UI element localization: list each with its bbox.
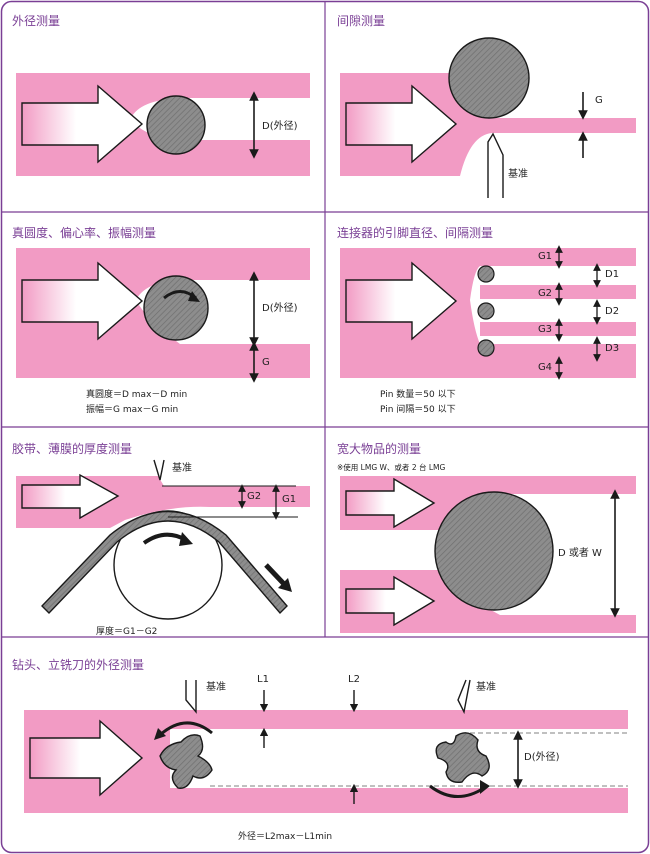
drill-right (435, 732, 490, 783)
light-arrow-top (345, 477, 436, 529)
target-workpiece (146, 95, 206, 155)
formula-roundness: 真圆度＝D max－D min (86, 390, 188, 400)
label-g2: G2 (247, 491, 262, 502)
formula-drill-diameter: 外径＝L2max－L1min (238, 832, 333, 842)
panel-roundness-diagram (16, 248, 310, 383)
title-wide-object: 宽大物品的测量 (337, 442, 422, 456)
pink-stripe-1 (480, 285, 636, 299)
spec-pin-pitch: Pin 间隔＝50 以下 (380, 405, 456, 415)
label-gap: G (262, 357, 270, 368)
pink-beam-bottom (340, 570, 636, 633)
pink-beam-top (24, 710, 628, 729)
label-reference: 基准 (172, 463, 192, 474)
formula-thickness: 厚度＝G1－G2 (96, 627, 158, 637)
pink-beam-bottom (24, 788, 628, 813)
rotation-arrow-left (159, 721, 213, 737)
label-gap: G (595, 95, 603, 106)
film-strip (41, 510, 288, 615)
light-arrow (29, 719, 144, 797)
label-g1: G1 (282, 494, 297, 505)
label-diameter: D(外径) (262, 303, 298, 314)
label-l1: L1 (257, 674, 269, 685)
rotation-arrow-right-head (480, 780, 490, 794)
title-roundness: 真圆度、偏心率、振幅测量 (12, 226, 157, 240)
label-d3: D3 (605, 343, 620, 354)
panel-film-thickness-diagram (16, 459, 310, 620)
panel-connector-diagram (340, 245, 636, 380)
pin-3 (477, 339, 495, 357)
rotation-arrow-left-head (154, 728, 166, 740)
pink-stripe-2 (480, 322, 636, 336)
pink-beam (16, 73, 310, 176)
pink-beam-top (340, 476, 636, 530)
roller-workpiece (448, 37, 530, 119)
label-reference-right: 基准 (476, 682, 496, 693)
reference-blade-right (457, 679, 471, 715)
light-arrow (345, 261, 458, 341)
reference-edge (153, 459, 165, 481)
label-g3: G3 (537, 324, 553, 335)
panel-gap-diagram (340, 37, 636, 198)
light-arrow-bottom (345, 575, 436, 627)
drill-left (159, 734, 213, 789)
feed-direction-arrow (264, 563, 286, 586)
rotating-workpiece (143, 275, 209, 341)
label-g1: G1 (537, 251, 553, 262)
label-g2: G2 (537, 288, 553, 299)
light-arrow (345, 84, 458, 164)
title-connector: 连接器的引脚直径、间隔测量 (337, 226, 494, 240)
panel-outer-diameter-diagram (16, 73, 310, 176)
pin-2 (477, 302, 495, 320)
label-reference: 基准 (508, 169, 528, 180)
label-reference-left: 基准 (206, 682, 226, 693)
title-gap: 间隙测量 (337, 14, 386, 28)
rotation-arrow-right (429, 784, 485, 798)
light-arrow (21, 261, 144, 341)
wide-object-note: ※使用 LMG W、或者 2 台 LMG (337, 463, 446, 472)
reference-blade-left (185, 680, 197, 714)
light-arrow (21, 84, 144, 164)
label-diameter: D(外径) (262, 121, 298, 132)
wide-workpiece (434, 491, 554, 611)
label-g4: G4 (537, 362, 553, 373)
feed-direction-arrow-head (278, 578, 292, 592)
label-diameter: D(外径) (524, 752, 560, 763)
panel-drill-diagram (24, 679, 628, 813)
label-l2: L2 (348, 674, 360, 685)
label-d2: D2 (605, 306, 620, 317)
formula-amplitude: 振幅＝G max－G min (86, 405, 179, 415)
title-drill: 钻头、立铣刀的外径测量 (12, 658, 145, 672)
title-film-thickness: 胶带、薄膜的厚度测量 (12, 442, 133, 456)
pin-1 (477, 265, 495, 283)
title-outer-diameter: 外径测量 (12, 14, 61, 28)
light-arrow (21, 473, 120, 520)
panel-wide-object-diagram (340, 476, 636, 633)
label-d1: D1 (605, 269, 620, 280)
label-diameter-width: D 或者 W (558, 548, 602, 559)
rotation-arrow-head (188, 291, 200, 302)
reference-blade (487, 132, 504, 198)
spec-pin-count: Pin 数量＝50 以下 (380, 390, 456, 400)
rotation-arrow-head (179, 532, 193, 546)
